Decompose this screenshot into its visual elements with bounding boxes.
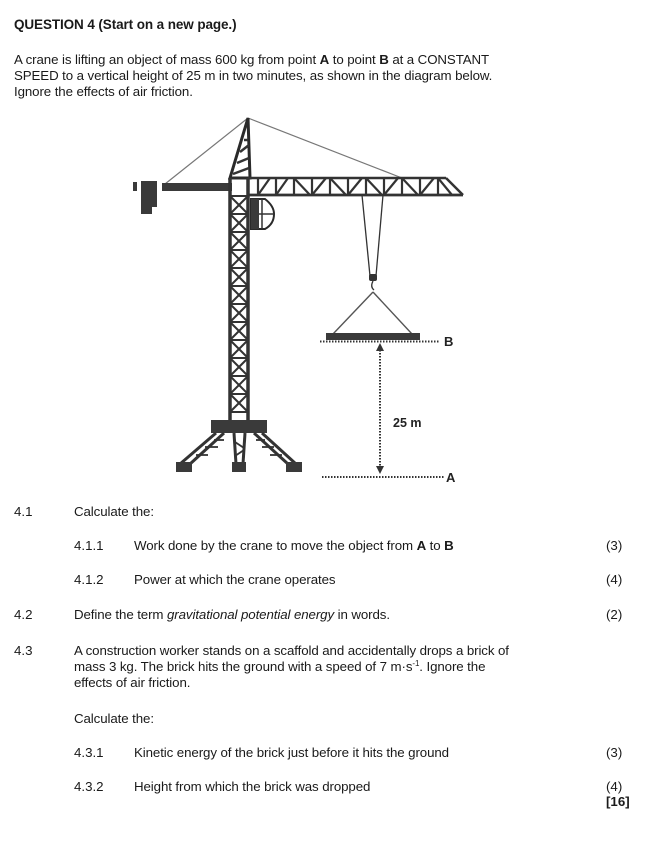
- q4-1-2-number: 4.1.2: [74, 572, 104, 587]
- q4-1-2-text: Power at which the crane operates: [134, 572, 336, 587]
- q4-3-line-3: effects of air friction.: [74, 675, 191, 690]
- intro-text: at a CONSTANT: [388, 52, 490, 67]
- q4-1-number: 4.1: [14, 504, 33, 519]
- q4-3-number: 4.3: [14, 643, 33, 658]
- q-text: Work done by the crane to move the objec…: [134, 538, 417, 553]
- label-a: A: [446, 470, 456, 485]
- crane-structure: [133, 117, 464, 472]
- load-object: [326, 333, 420, 340]
- intro-line-2: SPEED to a vertical height of 25 m in tw…: [14, 68, 493, 83]
- q-text: in words.: [334, 607, 390, 622]
- point-b-ref: B: [379, 52, 389, 67]
- q-text: . Ignore the: [419, 659, 486, 674]
- q4-3-1-text: Kinetic energy of the brick just before …: [134, 745, 449, 760]
- q4-3-line-1: A construction worker stands on a scaffo…: [74, 643, 509, 658]
- q4-1-1-marks: (3): [606, 538, 623, 553]
- intro-line-1: A crane is lifting an object of mass 600…: [14, 52, 489, 68]
- q4-1-1-number: 4.1.1: [74, 538, 104, 553]
- crane-diagram: B A 25 m: [133, 117, 464, 485]
- point-a-ref: A: [319, 52, 330, 67]
- question-title: QUESTION 4 (Start on a new page.): [14, 17, 237, 32]
- intro-text: A crane is lifting an object of mass 600…: [14, 52, 320, 67]
- q4-3-2-marks: (4): [606, 779, 623, 794]
- q4-2-text: Define the term gravitational potential …: [74, 607, 390, 622]
- point-b-ref: B: [444, 538, 454, 553]
- q4-3-calc-text: Calculate the:: [74, 711, 154, 726]
- q4-3-2-text: Height from which the brick was dropped: [134, 779, 371, 794]
- q4-3-line-2: mass 3 kg. The brick hits the ground wit…: [74, 659, 485, 675]
- q4-3-1-marks: (3): [606, 745, 623, 760]
- q4-2-marks: (2): [606, 607, 623, 622]
- height-label: 25 m: [393, 416, 422, 430]
- q4-3-2-number: 4.3.2: [74, 779, 104, 794]
- intro-line-3: Ignore the effects of air friction.: [14, 84, 193, 99]
- q4-2-number: 4.2: [14, 607, 33, 622]
- label-b: B: [444, 334, 453, 349]
- q-text: Define the term: [74, 607, 167, 622]
- question-total-marks: [16]: [606, 794, 630, 809]
- q-text: to: [426, 538, 445, 553]
- term-italic: gravitational potential energy: [167, 607, 335, 622]
- hook-assembly: [332, 194, 413, 335]
- q4-1-1-text: Work done by the crane to move the objec…: [134, 538, 454, 553]
- q4-1-2-marks: (4): [606, 572, 623, 587]
- intro-text: to point: [329, 52, 380, 67]
- q4-3-1-number: 4.3.1: [74, 745, 104, 760]
- exponent: -1: [412, 659, 420, 668]
- q-text: mass 3 kg. The brick hits the ground wit…: [74, 659, 413, 674]
- q4-1-text: Calculate the:: [74, 504, 154, 519]
- point-a-ref: A: [416, 538, 427, 553]
